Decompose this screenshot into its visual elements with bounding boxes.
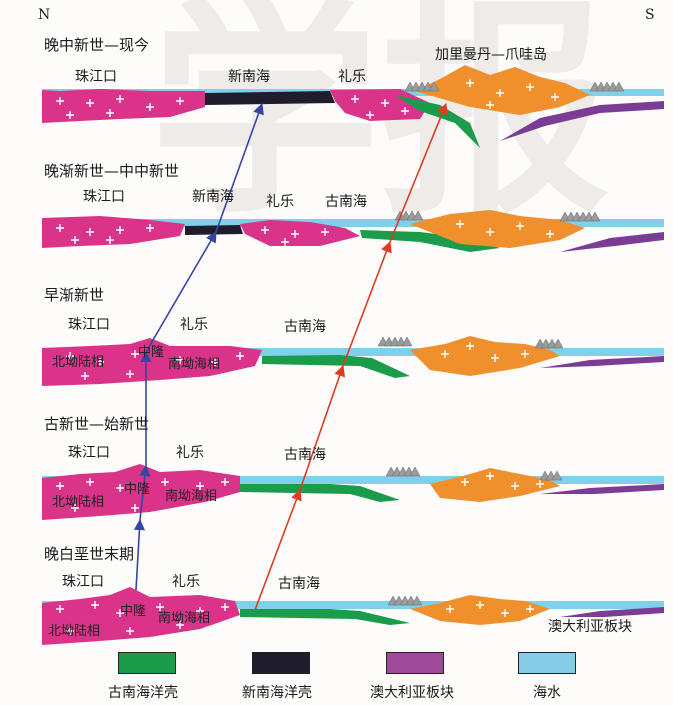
- legend-label: 古南海洋壳: [108, 682, 178, 702]
- legend: 古南海洋壳 新南海洋壳 澳大利亚板块 海水: [0, 652, 673, 705]
- motion-arrow-blue: [146, 232, 216, 352]
- old-ocean-crust: [262, 355, 410, 378]
- label-zhujiangkou: 珠江口: [83, 190, 125, 204]
- label-zhujiangkou: 珠江口: [68, 318, 110, 332]
- island-block: [410, 595, 550, 625]
- label-gunanhai: 古南海: [284, 448, 326, 462]
- old-ocean-crust: [240, 609, 410, 625]
- panel-title: 早渐新世: [44, 288, 104, 303]
- label-uplift: 中隆: [138, 346, 164, 359]
- panel-title: 晚渐新世—中中新世: [44, 164, 179, 179]
- label-australian-plate: 澳大利亚板块: [548, 620, 632, 634]
- label-south-facies: 南坳海相: [168, 358, 220, 371]
- label-lile: 礼乐: [338, 70, 366, 84]
- legend-label: 海水: [533, 682, 561, 702]
- legend-swatch-new-ocean-crust: [252, 652, 310, 674]
- label-south-facies: 南坳海相: [165, 490, 217, 503]
- label-lile: 礼乐: [176, 446, 204, 460]
- panel-title: 古新世—始新世: [44, 417, 149, 432]
- label-lile: 礼乐: [266, 195, 294, 209]
- new-ocean-crust: [185, 225, 243, 235]
- motion-arrow-red: [343, 242, 390, 366]
- australian-plate-slab: [540, 356, 664, 368]
- legend-label: 新南海洋壳: [242, 682, 312, 702]
- panel-title: 晚白垩世末期: [44, 547, 134, 562]
- label-uplift: 中隆: [120, 605, 146, 618]
- motion-arrow-blue: [136, 520, 140, 590]
- label-zhujiangkou: 珠江口: [75, 70, 117, 84]
- label-north-facies: 北坳陆相: [52, 496, 104, 509]
- label-kalimantan: 加里曼丹—爪哇岛: [435, 48, 547, 62]
- label-north-facies: 北坳陆相: [48, 625, 100, 638]
- label-gunanhai: 古南海: [278, 577, 320, 591]
- legend-label: 澳大利亚板块: [370, 682, 454, 702]
- legend-swatch-old-ocean-crust: [118, 652, 176, 674]
- label-uplift: 中隆: [124, 483, 150, 496]
- legend-swatch-australian-plate: [386, 652, 444, 674]
- label-gunanhai: 古南海: [325, 195, 367, 209]
- new-ocean-crust: [205, 91, 335, 105]
- motion-arrow-red: [300, 366, 343, 490]
- label-gunanhai: 古南海: [284, 320, 326, 334]
- label-zhujiangkou: 珠江口: [68, 446, 110, 460]
- panel-title: 晚中新世—现今: [44, 38, 149, 53]
- label-lile: 礼乐: [180, 318, 208, 332]
- north-label: N: [38, 8, 50, 22]
- island-block: [410, 336, 560, 376]
- label-zhujiangkou: 珠江口: [62, 575, 104, 589]
- label-south-facies: 南坳海相: [158, 612, 210, 625]
- label-xinnanhai: 新南海: [228, 70, 270, 84]
- label-xinnanhai: 新南海: [192, 190, 234, 204]
- motion-arrow-red: [255, 490, 300, 610]
- old-ocean-crust: [240, 484, 400, 502]
- legend-swatch-sea-water: [518, 652, 576, 674]
- section-panel-3: [42, 336, 664, 386]
- label-north-facies: 北坳陆相: [52, 356, 104, 369]
- south-label: S: [645, 8, 655, 22]
- label-lile: 礼乐: [172, 575, 200, 589]
